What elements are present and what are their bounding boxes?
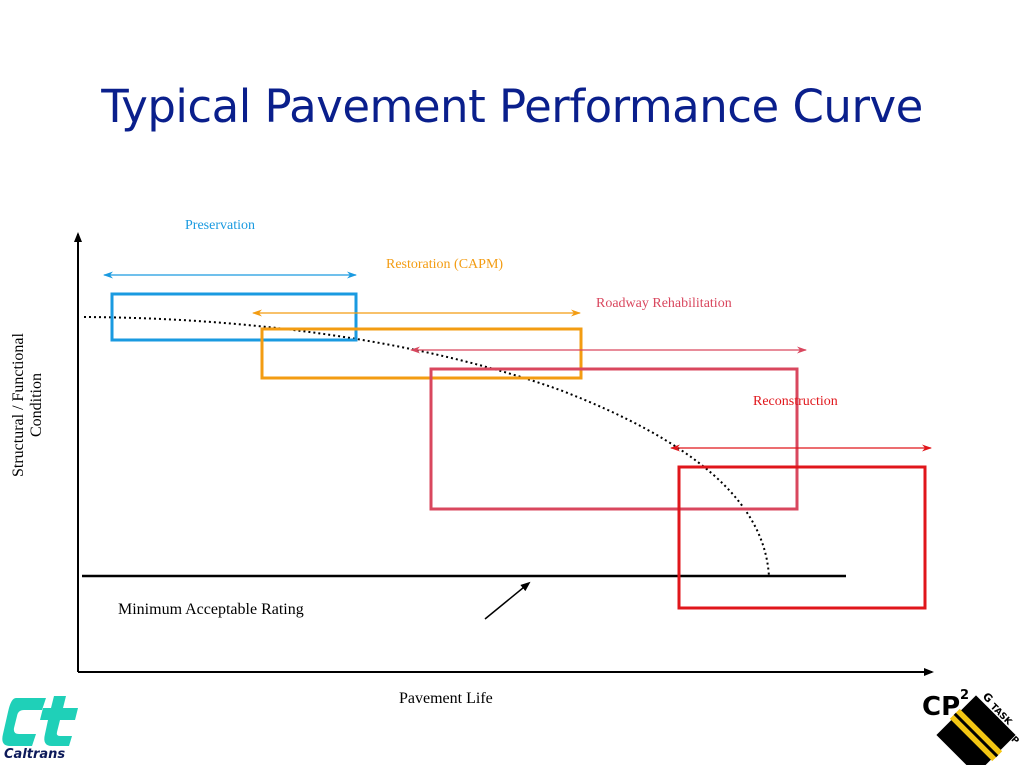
rehabilitation-box: [429, 367, 799, 511]
performance-curve: [83, 316, 770, 578]
x-axis-label: Pavement Life: [399, 690, 493, 707]
pointer-arrow: [484, 581, 531, 620]
restoration-label: Restoration (CAPM): [386, 257, 504, 272]
rehabilitation-label: Roadway Rehabilitation: [596, 296, 732, 311]
cp2-task-group-logo: CP 2 TASK G GROUP: [922, 688, 1021, 765]
minimum-rating-label: Minimum Acceptable Rating: [118, 601, 304, 618]
slide-title: Typical Pavement Performance Curve: [101, 80, 923, 133]
caltrans-logo: [2, 696, 78, 746]
y-axis-label: Structural / Functional Condition: [10, 333, 45, 477]
preservation-label: Preservation: [185, 218, 255, 233]
reconstruction-box: [677, 465, 927, 610]
preservation-box: [110, 292, 358, 342]
reconstruction-label: Reconstruction: [753, 394, 838, 409]
restoration-box: [260, 327, 583, 380]
caltrans-wordmark: Caltrans: [4, 747, 66, 762]
svg-text:2: 2: [960, 688, 969, 703]
